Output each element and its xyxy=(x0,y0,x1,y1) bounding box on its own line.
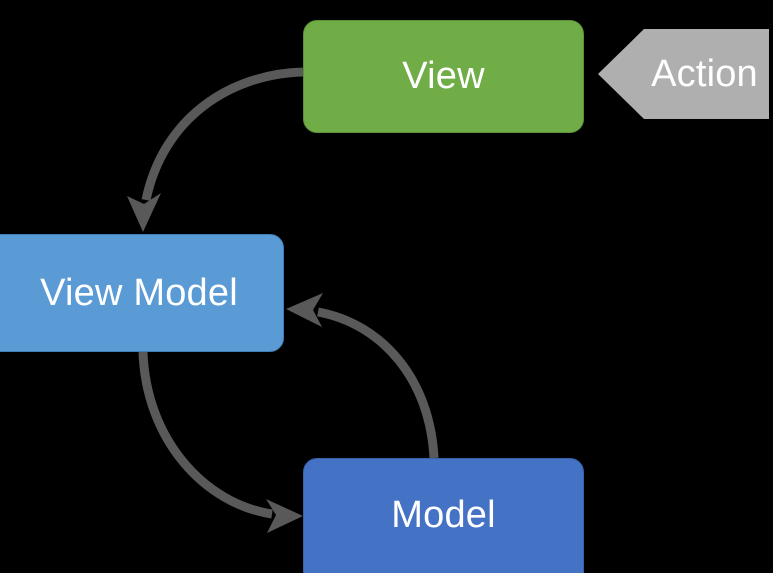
connector-view-to-view-model xyxy=(127,67,304,232)
node-view[interactable]: View xyxy=(303,20,584,133)
arrowhead-left-icon xyxy=(286,293,323,327)
connector-view-model-to-model xyxy=(138,351,303,533)
node-model[interactable]: Model xyxy=(303,458,584,573)
arrowhead-right-icon xyxy=(266,499,303,533)
node-view-label: View xyxy=(402,55,485,97)
node-model-label: Model xyxy=(391,493,496,536)
node-view-model-label: View Model xyxy=(40,271,238,314)
node-view-model[interactable]: View Model xyxy=(0,234,284,352)
arrowhead-down-icon xyxy=(127,193,161,232)
node-action-label: Action xyxy=(651,52,758,95)
node-action[interactable]: Action xyxy=(598,29,769,119)
connector-model-to-view-model xyxy=(286,293,439,459)
